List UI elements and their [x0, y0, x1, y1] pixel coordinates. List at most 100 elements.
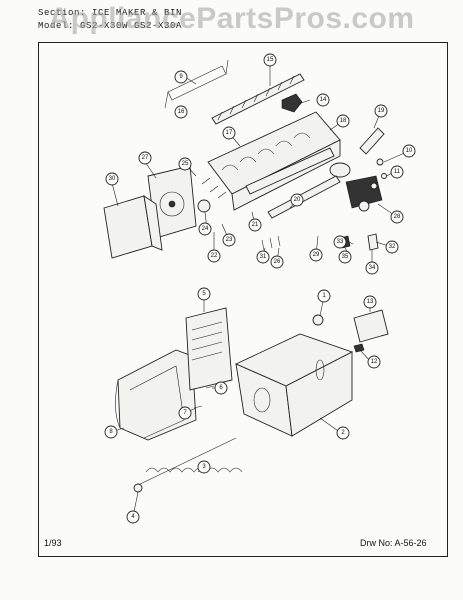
callout-2: 2	[336, 426, 350, 440]
svg-text:26: 26	[274, 259, 281, 265]
callout-8: 8	[104, 425, 118, 439]
callout-12: 12	[367, 355, 381, 369]
callout-26: 26	[270, 255, 284, 269]
callout-5: 5	[197, 287, 211, 301]
callout-13: 13	[363, 295, 377, 309]
svg-text:8: 8	[109, 429, 113, 435]
callout-35: 35	[338, 250, 352, 264]
callout-17: 17	[222, 126, 236, 140]
drawing-frame	[38, 42, 448, 557]
callout-22: 22	[207, 249, 221, 263]
callout-6: 6	[214, 381, 228, 395]
callout-11: 11	[390, 165, 404, 179]
svg-text:24: 24	[202, 226, 209, 232]
svg-text:2: 2	[341, 430, 345, 436]
svg-text:21: 21	[252, 222, 259, 228]
part-clip	[381, 173, 387, 179]
part-water-valve	[345, 175, 383, 212]
part-switch	[353, 309, 389, 343]
callout-4: 4	[126, 510, 140, 524]
part-bushing	[312, 314, 324, 326]
part-grommet	[376, 158, 384, 166]
part-bail-arm	[164, 59, 229, 109]
callout-7: 7	[178, 406, 192, 420]
callout-20: 20	[290, 193, 304, 207]
callout-34: 34	[365, 261, 379, 275]
svg-text:29: 29	[313, 252, 320, 258]
svg-text:33: 33	[337, 239, 344, 245]
callout-21: 21	[248, 218, 262, 232]
callout-24: 24	[198, 222, 212, 236]
svg-text:20: 20	[294, 197, 301, 203]
svg-text:18: 18	[340, 118, 347, 124]
callout-27: 27	[138, 151, 152, 165]
svg-text:1: 1	[322, 293, 326, 299]
part-fill-tube	[359, 127, 385, 155]
part-nut	[133, 483, 143, 493]
callout-19: 19	[374, 104, 388, 118]
part-cover	[103, 195, 153, 259]
svg-text:34: 34	[369, 265, 376, 271]
part-34-shape	[367, 233, 379, 251]
callout-30: 30	[105, 172, 119, 186]
callout-28: 28	[390, 210, 404, 224]
svg-text:32: 32	[389, 244, 396, 250]
part-auger	[145, 467, 243, 473]
svg-text:11: 11	[394, 169, 401, 175]
svg-text:31: 31	[260, 254, 267, 260]
svg-text:28: 28	[394, 214, 401, 220]
svg-text:10: 10	[406, 148, 413, 154]
callout-31: 31	[256, 250, 270, 264]
part-14-shape	[281, 93, 303, 113]
callout-18: 18	[336, 114, 350, 128]
svg-text:23: 23	[226, 237, 233, 243]
part-screw-7	[193, 405, 203, 409]
svg-text:13: 13	[367, 299, 374, 305]
part-screws	[261, 235, 281, 251]
svg-text:27: 27	[142, 155, 149, 161]
part-heater	[245, 147, 335, 195]
svg-text:4: 4	[131, 514, 135, 520]
svg-text:17: 17	[226, 130, 233, 136]
callout-14: 14	[316, 93, 330, 107]
svg-text:25: 25	[182, 161, 189, 167]
svg-text:3: 3	[202, 464, 206, 470]
callout-23: 23	[222, 233, 236, 247]
part-auger-motor	[185, 307, 233, 391]
footer-drawing-number: Drw No: A-56-26	[360, 538, 427, 548]
svg-text:15: 15	[267, 57, 274, 63]
callout-leaders	[110, 66, 410, 518]
svg-text:5: 5	[202, 291, 206, 297]
part-connector	[353, 343, 365, 353]
part-cover-side	[143, 195, 163, 251]
callout-16: 16	[174, 105, 188, 119]
callout-29: 29	[309, 248, 323, 262]
svg-text:22: 22	[211, 253, 218, 259]
callout-15: 15	[263, 53, 277, 67]
footer-date: 1/93	[44, 538, 62, 548]
part-ice-bin	[234, 333, 354, 437]
callout-3: 3	[197, 460, 211, 474]
section-title: Section: ICE MAKER & BIN	[38, 8, 183, 18]
callout-1: 1	[317, 289, 331, 303]
svg-text:14: 14	[320, 97, 327, 103]
callout-32: 32	[385, 240, 399, 254]
callout-10: 10	[402, 144, 416, 158]
callout-25: 25	[178, 157, 192, 171]
callout-9: 9	[174, 70, 188, 84]
svg-text:16: 16	[178, 109, 185, 115]
svg-text:35: 35	[342, 254, 349, 260]
svg-text:19: 19	[378, 108, 385, 114]
svg-text:9: 9	[179, 74, 183, 80]
svg-text:6: 6	[219, 385, 223, 391]
model-line: Model: GS2-X30W GS2-X30A	[38, 21, 183, 31]
callout-33: 33	[333, 235, 347, 249]
svg-text:30: 30	[109, 176, 116, 182]
part-auger-shaft	[135, 437, 237, 487]
part-housing	[147, 165, 197, 239]
part-ejector	[211, 73, 305, 125]
part-bin-front	[115, 349, 197, 441]
part-screw-6	[205, 385, 215, 389]
